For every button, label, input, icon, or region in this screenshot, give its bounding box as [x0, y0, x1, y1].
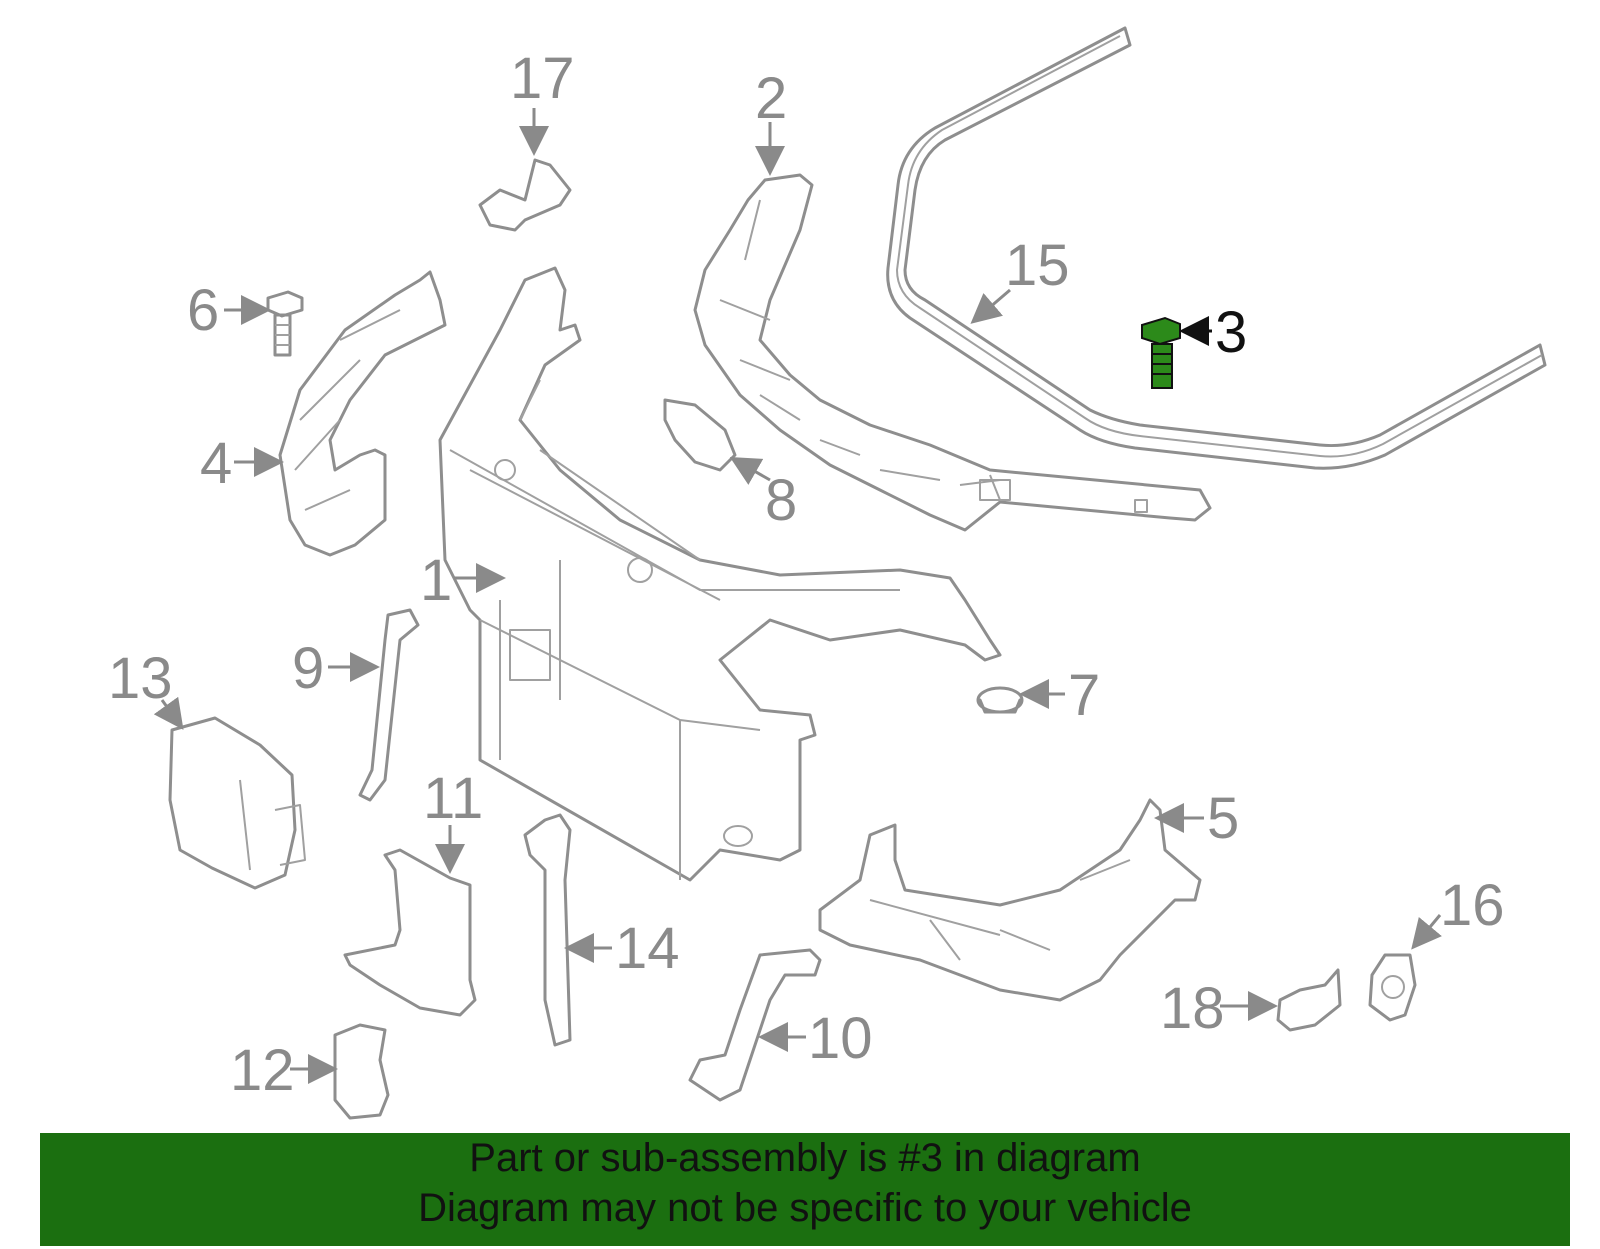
callout-16: 16 [1440, 873, 1505, 938]
part-1-radiator-support[interactable] [438, 266, 1002, 882]
callout-13: 13 [108, 646, 173, 711]
banner-line-2: Diagram may not be specific to your vehi… [418, 1186, 1192, 1230]
callout-15: 15 [1005, 233, 1070, 298]
part-8-bracket[interactable] [663, 398, 737, 472]
callout-arrows [153, 108, 1442, 1084]
part-15-seal-strip[interactable] [886, 26, 1547, 470]
callout-9: 9 [292, 636, 324, 701]
callout-5: 5 [1207, 786, 1239, 851]
callout-10: 10 [808, 1006, 873, 1071]
part-10-strap[interactable] [688, 948, 822, 1102]
callout-14: 14 [615, 916, 680, 981]
callout-4: 4 [200, 431, 232, 496]
part-16-clip[interactable] [1368, 953, 1417, 1022]
callout-6: 6 [187, 278, 219, 343]
part-5-right-bracket[interactable] [818, 798, 1202, 1002]
callout-1: 1 [420, 548, 452, 613]
callout-3: 3 [1215, 300, 1247, 365]
callout-labels: 17 2 15 3 6 4 8 1 7 9 13 5 11 16 14 18 1… [108, 46, 1505, 1103]
part-18-clip[interactable] [1276, 968, 1342, 1032]
callout-11: 11 [423, 766, 483, 831]
callout-7: 7 [1068, 663, 1100, 728]
part-9-strap[interactable] [358, 608, 420, 802]
part-17-bracket[interactable] [478, 158, 572, 232]
part-6-bolt[interactable] [266, 290, 304, 357]
info-banner: Part or sub-assembly is #3 in diagram Di… [40, 1133, 1570, 1246]
part-12-duct[interactable] [333, 1023, 390, 1120]
callout-8: 8 [765, 468, 797, 533]
part-11-duct[interactable] [343, 848, 477, 1017]
callout-18: 18 [1160, 976, 1225, 1041]
part-3-bolt-highlighted[interactable] [1141, 316, 1181, 389]
banner-line-1: Part or sub-assembly is #3 in diagram [469, 1136, 1141, 1180]
part-13-module[interactable] [168, 716, 306, 890]
part-4-left-bracket[interactable] [278, 270, 447, 557]
part-7-grommet[interactable] [976, 686, 1024, 714]
callout-12: 12 [230, 1038, 295, 1103]
part-2-upper-carrier[interactable] [693, 173, 1212, 532]
callout-2: 2 [755, 66, 787, 131]
callout-17: 17 [510, 46, 575, 111]
part-14-support[interactable] [523, 813, 572, 1047]
